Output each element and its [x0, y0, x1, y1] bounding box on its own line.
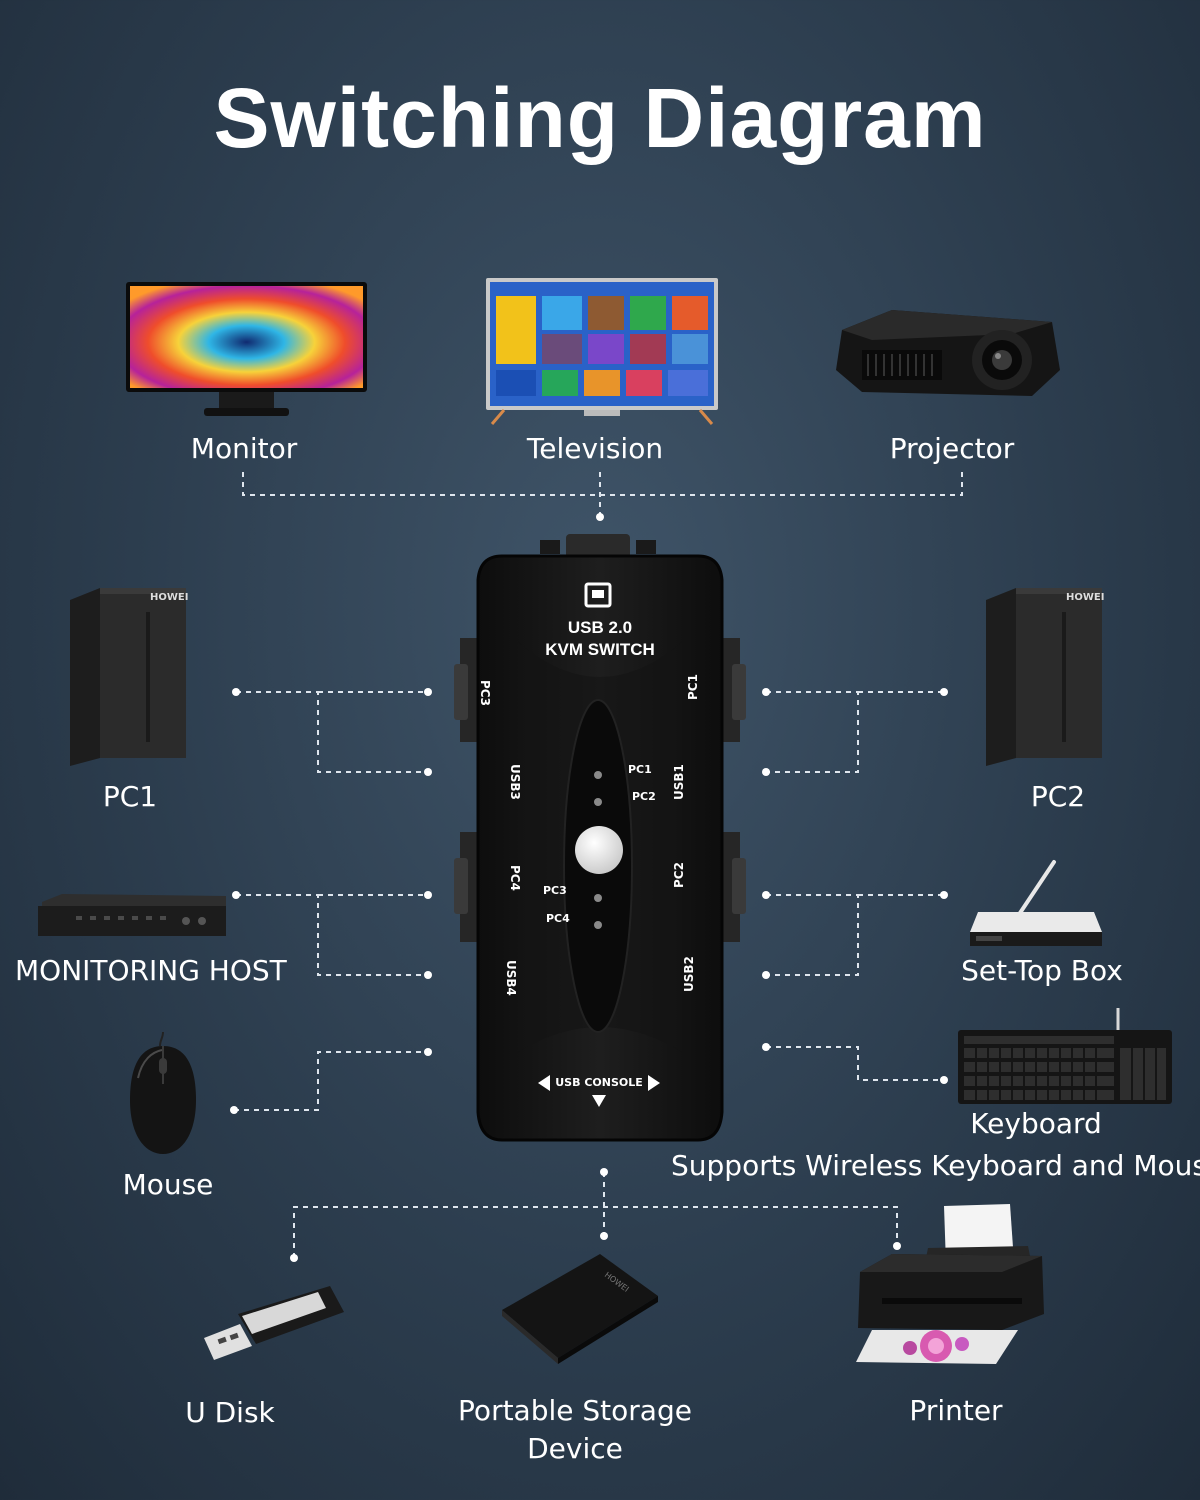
- pc1-brand-text: HOWEI: [150, 592, 188, 603]
- pc1-label: PC1: [102, 780, 158, 813]
- mouse-icon: [130, 1031, 196, 1154]
- top-bus-line: [242, 472, 963, 496]
- pc1-link-line: [236, 691, 428, 773]
- monitor-icon: [126, 282, 367, 416]
- set-top-box-label: Set-Top Box: [961, 954, 1123, 987]
- port-label-pc4: PC4: [508, 865, 522, 891]
- bottom-bus-line: [293, 1206, 898, 1258]
- pc2-label: PC2: [1030, 780, 1086, 813]
- led-label-pc1: PC1: [628, 763, 652, 776]
- port-label-usb2: USB2: [682, 956, 696, 992]
- led-label-pc2: PC2: [632, 790, 656, 803]
- television-icon: [486, 278, 718, 425]
- port-label-pc3: PC3: [478, 680, 492, 706]
- stb-link-line: [766, 894, 859, 976]
- port-label-usb1: USB1: [672, 764, 686, 800]
- pc1-tower-icon: HOWEI: [70, 588, 188, 766]
- projector-icon: [836, 310, 1060, 396]
- projector-label: Projector: [889, 432, 1015, 465]
- port-label-usb4: USB4: [504, 960, 518, 996]
- host-link-line: [236, 894, 428, 976]
- monitoring-host-icon: [38, 894, 226, 936]
- set-top-box-icon: [970, 860, 1102, 946]
- switch-title-line2: KVM SWITCH: [545, 640, 655, 659]
- usb-console-label: USB CONSOLE: [555, 1076, 643, 1089]
- kbd-link-line: [766, 1046, 944, 1081]
- port-label-pc1: PC1: [686, 674, 700, 700]
- pc2-brand-text: HOWEI: [1066, 592, 1104, 603]
- switch-title-line1: USB 2.0: [567, 618, 633, 637]
- television-label: Television: [526, 432, 664, 465]
- printer-icon: [856, 1204, 1044, 1364]
- mouse-label: Mouse: [122, 1168, 214, 1201]
- kvm-switch-device: [454, 534, 746, 1142]
- page-title: Switching Diagram: [213, 71, 987, 165]
- pc2-tower-icon: HOWEI: [986, 588, 1104, 766]
- keyboard-label: Keyboard: [970, 1107, 1102, 1140]
- u-disk-label: U Disk: [185, 1396, 275, 1429]
- mouse-link-line: [234, 1051, 428, 1111]
- keyboard-icon: [958, 1008, 1172, 1104]
- port-label-usb3: USB3: [508, 764, 522, 800]
- led-label-pc3: PC3: [543, 884, 567, 897]
- portable-storage-label-line2: Device: [527, 1432, 623, 1465]
- led-label-pc4: PC4: [546, 912, 570, 925]
- monitoring-host-label: MONITORING HOST: [15, 954, 287, 987]
- pc2-link-line: [766, 691, 859, 773]
- portable-storage-label-line1: Portable Storage: [458, 1394, 692, 1427]
- monitor-label: Monitor: [190, 432, 298, 465]
- portable-storage-icon: HOWEI: [502, 1254, 658, 1364]
- port-label-pc2: PC2: [672, 862, 686, 888]
- wireless-support-note: Supports Wireless Keyboard and Mouse: [671, 1149, 1200, 1182]
- u-disk-icon: [204, 1286, 344, 1360]
- printer-label: Printer: [909, 1394, 1003, 1427]
